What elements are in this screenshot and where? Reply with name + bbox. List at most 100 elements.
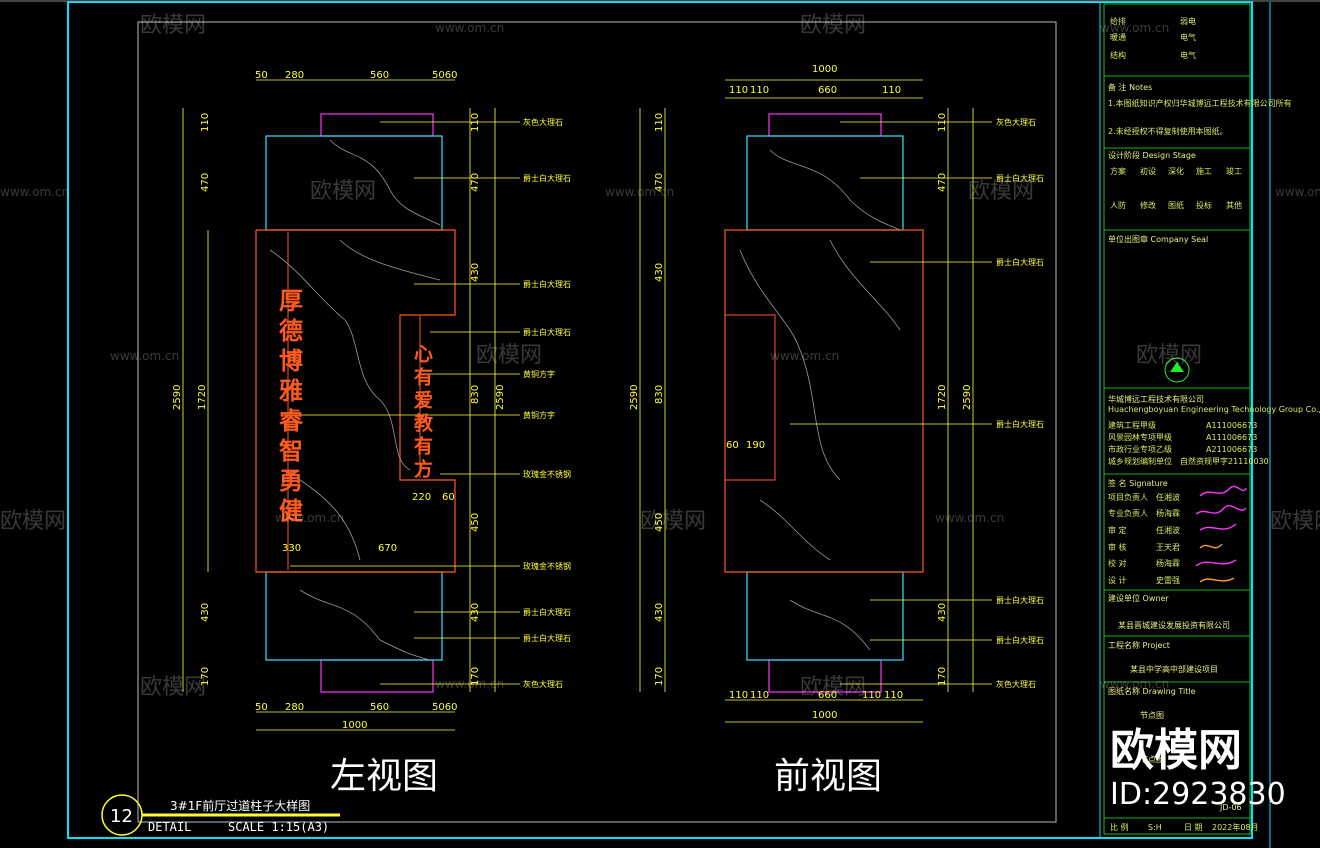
tb-cert-name: 城乡规划编制单位 xyxy=(1108,456,1172,466)
left-side-dim: 470 xyxy=(200,173,211,192)
front-left-dim: 430 xyxy=(654,263,665,282)
company-logo xyxy=(1164,357,1190,383)
tb-bottom: 日 期 xyxy=(1184,823,1203,832)
front-left-dim: 450 xyxy=(654,513,665,532)
left-lower-block xyxy=(265,571,443,661)
tb-drawing-no: JD-06 xyxy=(1219,803,1242,812)
tb-drawing-title: 节点图 xyxy=(1140,711,1164,720)
watermark-url: www.om.cn xyxy=(110,349,179,363)
left-inner-dim: 330 xyxy=(282,543,301,554)
tb-bottom: 2022年08月 xyxy=(1212,822,1259,832)
watermark-brand: 欧模网 xyxy=(0,509,66,534)
tb-signers: 项目负责人 任湘波 专业负责人 杨海霖 审 定 任湘波 审 核 王天君 校 对 … xyxy=(1108,492,1180,585)
front-material-label: 爵士白大理石 xyxy=(996,419,1044,429)
tb-stage-item: 修改 xyxy=(1140,200,1156,210)
watermark-brand: 欧模网 xyxy=(476,343,542,368)
tb-note: 1.本图纸知识产权归华城博远工程技术有限公司所有 xyxy=(1108,98,1292,108)
front-bottom-dim: 110 xyxy=(862,690,881,701)
front-left-dim: 170 xyxy=(654,667,665,686)
left-right-dim: 470 xyxy=(470,173,481,192)
left-bottom-dim: 50 xyxy=(255,702,268,713)
drawing-border xyxy=(137,21,1057,823)
left-top-cap xyxy=(320,113,434,137)
watermark-url: www.om.cn xyxy=(1100,21,1169,35)
left-inner-dim: 60 xyxy=(442,492,455,503)
tb-project: 某县中学高中部建设项目 xyxy=(1130,664,1218,674)
front-bottom-dim: 110 xyxy=(884,690,903,701)
watermark-brand: 欧模网 xyxy=(800,13,866,38)
tb-cert-no: A211006673 xyxy=(1206,445,1257,454)
left-right-total: 2590 xyxy=(495,385,506,410)
front-bottom-total: 1000 xyxy=(812,710,837,721)
left-material-label: 灰色大理石 xyxy=(523,117,563,127)
front-material-label: 爵士白大理石 xyxy=(996,595,1044,605)
left-side-dim: 430 xyxy=(200,603,211,622)
tb-bottom: S:H xyxy=(1148,823,1162,832)
detail-label: DETAIL xyxy=(148,820,191,834)
left-top-dim: 5060 xyxy=(432,70,457,81)
left-body-outline xyxy=(255,229,456,573)
slogan-side: 心有爱教有方 xyxy=(411,344,433,482)
left-view: 50 280 560 5060 50 280 560 5060 1000 220… xyxy=(172,70,571,797)
left-leaders xyxy=(290,121,520,685)
front-right-total: 2590 xyxy=(962,385,973,410)
watermark-url: www.om.cn xyxy=(1275,185,1320,199)
front-right-dim: 1720 xyxy=(937,385,948,410)
left-right-dim: 170 xyxy=(470,667,481,686)
left-right-dim: 830 xyxy=(470,385,481,404)
watermark-id: ID:2923830 xyxy=(1110,777,1286,812)
watermark-brand: 欧模网 xyxy=(800,675,866,700)
detail-number: 12 xyxy=(110,806,133,827)
tb-drawing-title: 节点图 xyxy=(1140,755,1164,764)
slogan-main: 厚德博雅睿智勇健 xyxy=(275,288,304,528)
front-marble-veins xyxy=(739,149,901,651)
tb-cert-no: A111006673 xyxy=(1206,421,1257,430)
tb-drawing-header: 图纸名称 Drawing Title xyxy=(1108,686,1196,696)
left-material-label: 玫瑰金不锈钢 xyxy=(523,469,571,479)
front-material-label: 爵士白大理石 xyxy=(996,257,1044,267)
left-material-label: 黄铜方字 xyxy=(523,369,555,379)
front-bottom-dim: 660 xyxy=(818,690,837,701)
front-inner-dim: 60 xyxy=(726,440,739,451)
front-view-title: 前视图 xyxy=(774,756,882,797)
tb-stage-item: 初设 xyxy=(1140,166,1156,176)
left-top-dim: 50 xyxy=(255,70,268,81)
front-body-outline xyxy=(724,229,924,573)
watermark-logo-large: 欧模网 xyxy=(1110,725,1242,776)
tb-signer-role: 设 计 xyxy=(1108,575,1127,585)
front-left-dim: 430 xyxy=(654,603,665,622)
detail-callout: 12 3#1F前厅过道柱子大样图 DETAIL SCALE 1:15(A3) xyxy=(101,794,340,836)
left-material-label: 爵士白大理石 xyxy=(523,279,571,289)
tb-cert-no: 自然资规甲字21110030 xyxy=(1180,456,1269,466)
front-right-dim: 470 xyxy=(937,173,948,192)
left-view-title: 左视图 xyxy=(330,756,438,797)
front-right-dim: 170 xyxy=(937,667,948,686)
left-right-dim: 430 xyxy=(470,603,481,622)
sheet-frame xyxy=(67,1,1253,839)
tb-seal-header: 单位出图章 Company Seal xyxy=(1108,234,1208,244)
left-bottom-dim: 5060 xyxy=(432,702,457,713)
left-material-label: 爵士白大理石 xyxy=(523,173,571,183)
left-material-label: 黄铜方字 xyxy=(523,410,555,420)
left-inner-dim: 220 xyxy=(412,492,431,503)
tb-row-label: 弱电 xyxy=(1180,16,1196,26)
tb-signer-name: 王天君 xyxy=(1156,543,1180,552)
tb-row-label: 电气 xyxy=(1180,50,1196,60)
watermark-brand: 欧模网 xyxy=(310,179,376,204)
watermark-url: www.om.cn xyxy=(605,185,674,199)
left-sub-dim: 1720 xyxy=(197,385,208,410)
left-top-dim: 560 xyxy=(370,70,389,81)
tb-signer-name: 杨海霖 xyxy=(1156,558,1180,568)
front-left-dim: 830 xyxy=(654,385,665,404)
front-inset xyxy=(724,314,776,481)
tb-note: 2.未经授权不得复制使用本图纸。 xyxy=(1108,126,1228,136)
left-marble-veins xyxy=(269,139,441,661)
front-top-dim: 110 xyxy=(729,85,748,96)
watermark-brand: 欧模网 xyxy=(1136,343,1202,368)
tb-client: 某县晋城建设发展投资有限公司 xyxy=(1118,620,1230,630)
front-bottom-dim: 110 xyxy=(750,690,769,701)
tb-stage-row1: 方案 初设 深化 施工 竣工 xyxy=(1110,166,1242,176)
tb-row-label: 暖通 xyxy=(1110,32,1126,42)
front-top-dim: 110 xyxy=(750,85,769,96)
